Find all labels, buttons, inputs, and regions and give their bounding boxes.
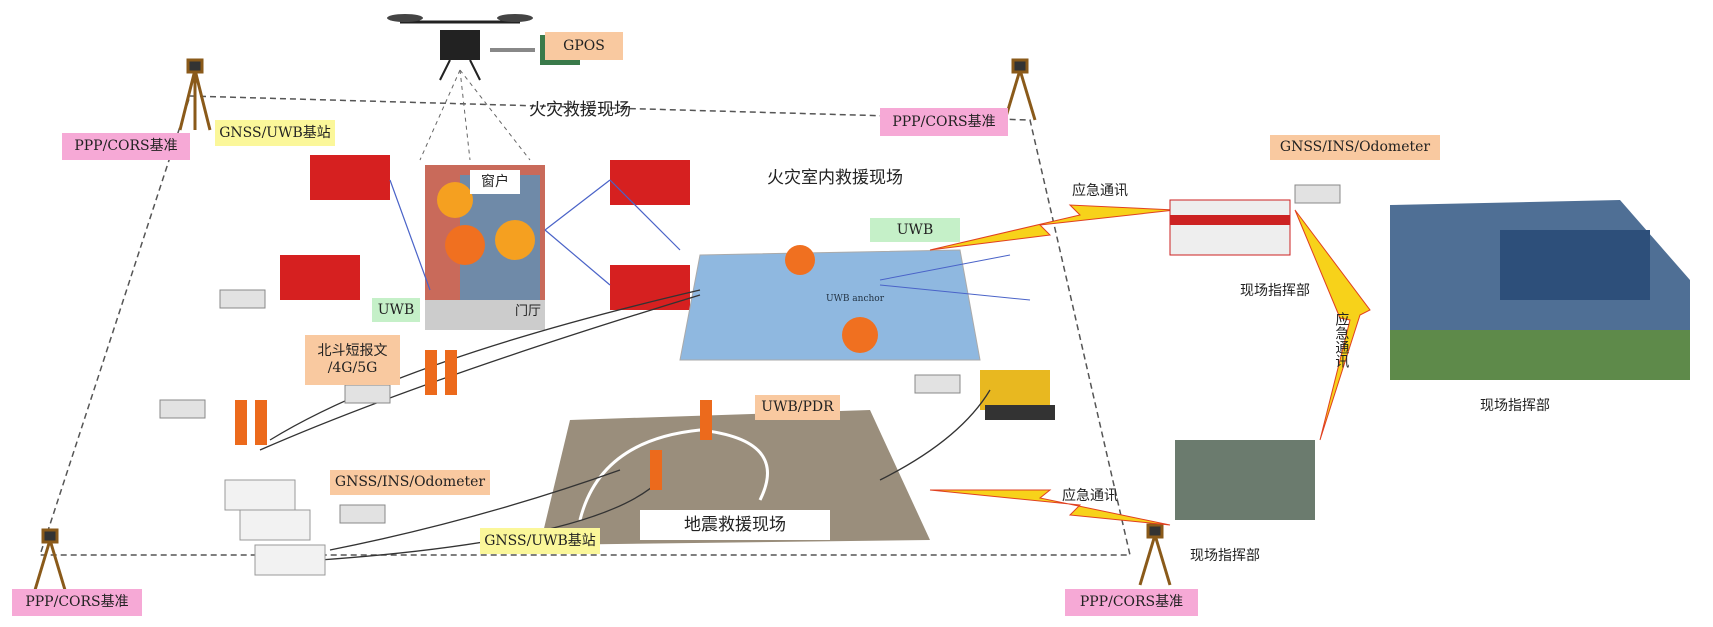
uwb-pdr-label: UWB/PDR <box>755 395 840 420</box>
fire-scene-title: 火灾救援现场 <box>529 99 631 120</box>
gnss-uwb-station-label: GNSS/UWB基站 <box>480 528 600 554</box>
earthquake-scene-title: 地震救援现场 <box>640 510 830 540</box>
command-post-label: 现场指挥部 <box>1190 547 1260 564</box>
fire-icon <box>785 245 815 275</box>
indoor-links <box>879 254 1031 301</box>
uwb-label: UWB <box>372 298 420 322</box>
gnss-uwb-station-label: GNSS/UWB基站 <box>215 120 335 146</box>
emergency-comm-label: 应急通讯 <box>1072 182 1128 199</box>
lobby-label: 门厅 <box>514 304 541 320</box>
command-van-icon <box>1169 199 1291 256</box>
radio-links <box>389 179 681 291</box>
command-post-label: 现场指挥部 <box>1480 397 1550 414</box>
uwb-anchor-label: UWB anchor <box>825 293 885 304</box>
cors-label: PPP/CORS基准 <box>1065 589 1198 616</box>
cors-label: PPP/CORS基准 <box>880 108 1008 136</box>
indoor-floorplan <box>679 249 981 361</box>
gnss-ins-label: GNSS/INS/Odometer <box>1270 135 1440 160</box>
tripod-icon <box>1138 523 1172 586</box>
uwb-label: UWB <box>870 218 960 242</box>
gnss-receiver-icon <box>159 184 1341 524</box>
gnss-ins-label: GNSS/INS/Odometer <box>330 470 490 495</box>
window-label: 窗户 <box>470 170 520 194</box>
earthquake-rubble <box>540 410 930 545</box>
gpos-label: GPOS <box>545 32 623 60</box>
fire-icon <box>842 317 878 353</box>
cors-label: PPP/CORS基准 <box>12 589 142 616</box>
rescuer-icon <box>235 350 712 490</box>
cors-label: PPP/CORS基准 <box>62 133 190 160</box>
indoor-fire-scene-title: 火灾室内救援现场 <box>767 167 903 188</box>
burning-building-icon <box>425 165 545 330</box>
drone-icon <box>387 14 533 81</box>
tripod-icon <box>178 58 212 131</box>
emergency-comm-label: 应急通讯 <box>1062 487 1118 504</box>
beidou-label: 北斗短报文 /4G/5G <box>305 335 400 385</box>
drone-scan-lines <box>419 69 531 161</box>
emergency-comm-label: 应急通讯 <box>1333 312 1350 368</box>
ambulance-icon <box>224 479 326 576</box>
bulldozer-icon <box>980 370 1055 420</box>
fire-truck-icon <box>280 155 690 310</box>
tripod-icon <box>33 528 67 591</box>
rescue-path <box>578 428 769 521</box>
command-tent-photo <box>1175 440 1315 520</box>
tripod-icon <box>1003 58 1037 121</box>
command-post-label: 现场指挥部 <box>1240 282 1310 299</box>
scene-boundary <box>38 95 1131 556</box>
command-hq-building-icon <box>1390 200 1690 380</box>
